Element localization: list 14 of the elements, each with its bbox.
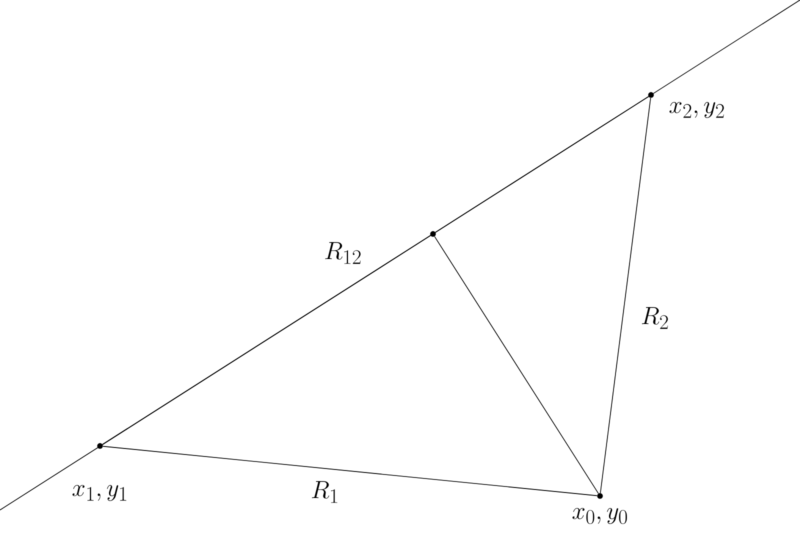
point [430, 231, 436, 237]
point: $x_0, y_0$ [572, 493, 627, 524]
point: $x_1, y_1$ [72, 443, 126, 501]
node-label: $x_1, y_1$ [72, 484, 126, 501]
node-label: $x_0, y_0$ [572, 508, 627, 524]
line [102, 96, 649, 445]
line [102, 446, 598, 496]
edge-label: $R_1$ [312, 481, 338, 503]
line [434, 236, 599, 494]
point: $x_2, y_2$ [648, 92, 724, 118]
edge-label: $R_2$ [642, 307, 668, 329]
line [600, 98, 652, 494]
edge-label: $R_{12}$ [325, 242, 361, 264]
node-label: $x_2, y_2$ [669, 102, 724, 118]
